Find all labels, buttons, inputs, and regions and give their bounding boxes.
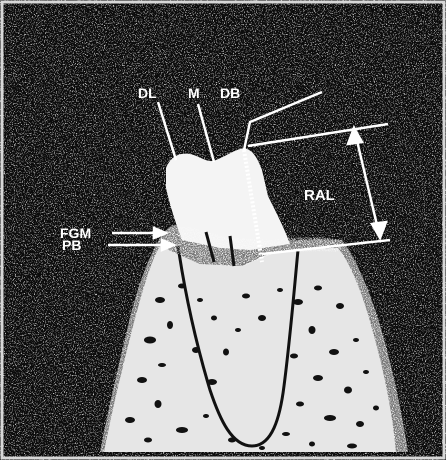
label-ral: RAL bbox=[304, 187, 335, 204]
label-m: M bbox=[188, 85, 200, 101]
label-pb: PB bbox=[62, 237, 81, 253]
label-dl: DL bbox=[138, 85, 157, 101]
label-db: DB bbox=[220, 85, 240, 101]
alveolar-bone bbox=[104, 246, 396, 452]
